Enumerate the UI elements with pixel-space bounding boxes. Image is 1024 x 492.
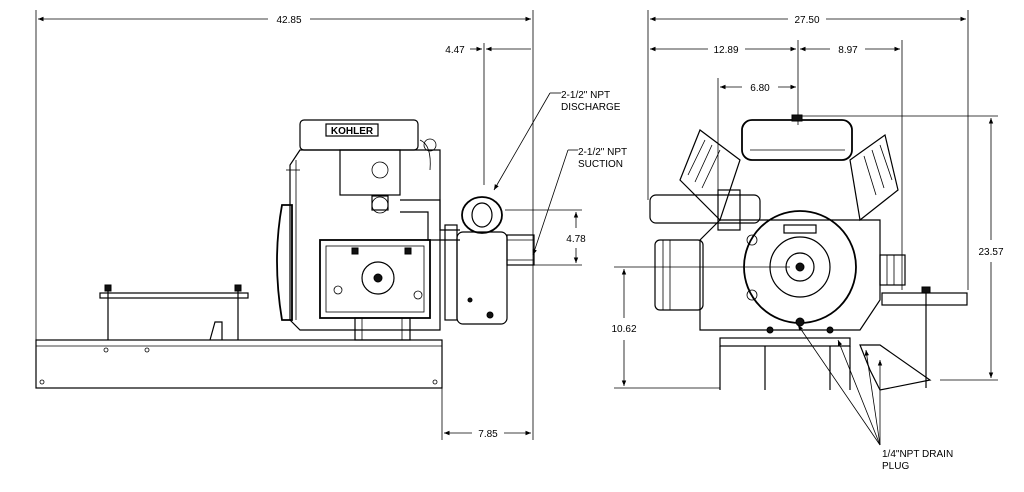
dim-label: 12.89 <box>713 45 738 56</box>
dim-label: 6.80 <box>750 83 770 94</box>
dim-label: 10.62 <box>611 324 636 335</box>
battery-tray <box>99 284 249 341</box>
engine-side: KOHLER <box>276 119 460 341</box>
callout-drain-plug: 1/4"NPT DRAIN PLUG <box>797 324 953 472</box>
callout-text: 1/4"NPT DRAIN <box>882 449 953 460</box>
dim-label: 23.57 <box>978 247 1003 258</box>
callout-suction: 2-1/2" NPT SUCTION <box>532 147 627 256</box>
callout-discharge: 2-1/2" NPT DISCHARGE <box>493 90 621 191</box>
dim-center-offset: 6.80 <box>717 78 796 200</box>
base-skid <box>35 339 443 389</box>
callout-text: PLUG <box>882 461 909 472</box>
callout-text: 2-1/2" NPT <box>561 90 610 101</box>
dim-label: 27.50 <box>794 15 819 26</box>
dim-label: 4.78 <box>566 234 586 245</box>
dim-label: 7.85 <box>478 429 498 440</box>
dim-label: 8.97 <box>838 45 858 56</box>
front-frame <box>719 286 968 391</box>
dim-shaft-height: 10.62 <box>611 266 790 389</box>
callout-text: 2-1/2" NPT <box>578 147 627 158</box>
callout-text: SUCTION <box>578 159 623 170</box>
front-view: 27.50 12.89 8.97 6.80 23.57 <box>611 10 1004 472</box>
pump-side <box>444 196 535 325</box>
dim-label: 4.47 <box>445 45 465 56</box>
dim-discharge-offset: 4.47 <box>445 43 531 185</box>
engine-front <box>649 114 906 334</box>
dim-base-overhang: 7.85 <box>441 345 531 440</box>
dim-overall-width: 27.50 <box>647 10 969 290</box>
brand-text: KOHLER <box>331 126 374 137</box>
brand-plate <box>325 123 379 137</box>
side-view: 42.85 4.47 4.78 7.85 2-1/2" NPT DISCHAR <box>35 10 627 440</box>
dim-overall-length: 42.85 <box>35 10 534 440</box>
dim-overall-height: 23.57 <box>800 115 1004 381</box>
callout-text: DISCHARGE <box>561 102 621 113</box>
dim-width-split: 12.89 8.97 <box>650 40 903 290</box>
dim-label: 42.85 <box>276 15 301 26</box>
